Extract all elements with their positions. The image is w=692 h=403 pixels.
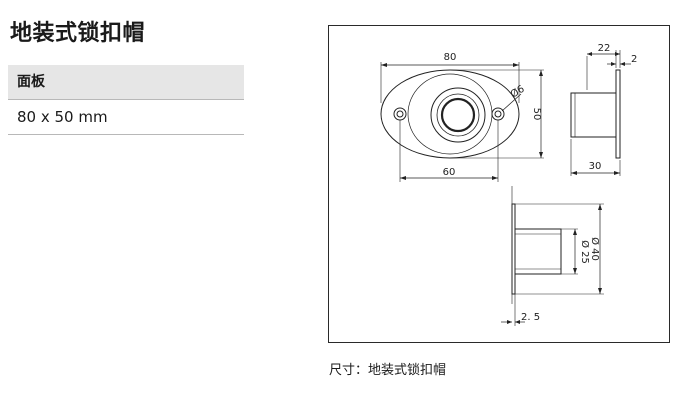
spec-table: 面板 80 x 50 mm	[8, 65, 244, 135]
technical-drawing: 80 60 50 Ø6 22	[328, 25, 670, 343]
dim-2: 2	[631, 54, 637, 65]
dim-dia-40: Ø 40	[589, 237, 601, 261]
dim-hole-dia-6: Ø6	[508, 83, 526, 101]
dim-dia-25: Ø 25	[579, 240, 591, 264]
dim-30: 30	[589, 161, 602, 172]
page-title: 地装式锁扣帽	[10, 21, 146, 46]
dim-80: 80	[444, 52, 457, 63]
section-view: Ø 25 Ø 40 2. 5	[501, 186, 604, 326]
dim-2-5: 2. 5	[521, 312, 540, 323]
spec-header: 面板	[8, 65, 244, 100]
side-view: 22 2 30	[570, 43, 637, 176]
front-view: 80 60 50 Ø6	[380, 52, 544, 182]
dim-50: 50	[531, 108, 542, 121]
spec-value: 80 x 50 mm	[8, 100, 244, 135]
dim-22: 22	[598, 43, 611, 54]
dim-60: 60	[443, 167, 456, 178]
drawing-svg: 80 60 50 Ø6 22	[380, 43, 637, 326]
figure-caption: 尺寸：地装式锁扣帽	[329, 363, 447, 378]
